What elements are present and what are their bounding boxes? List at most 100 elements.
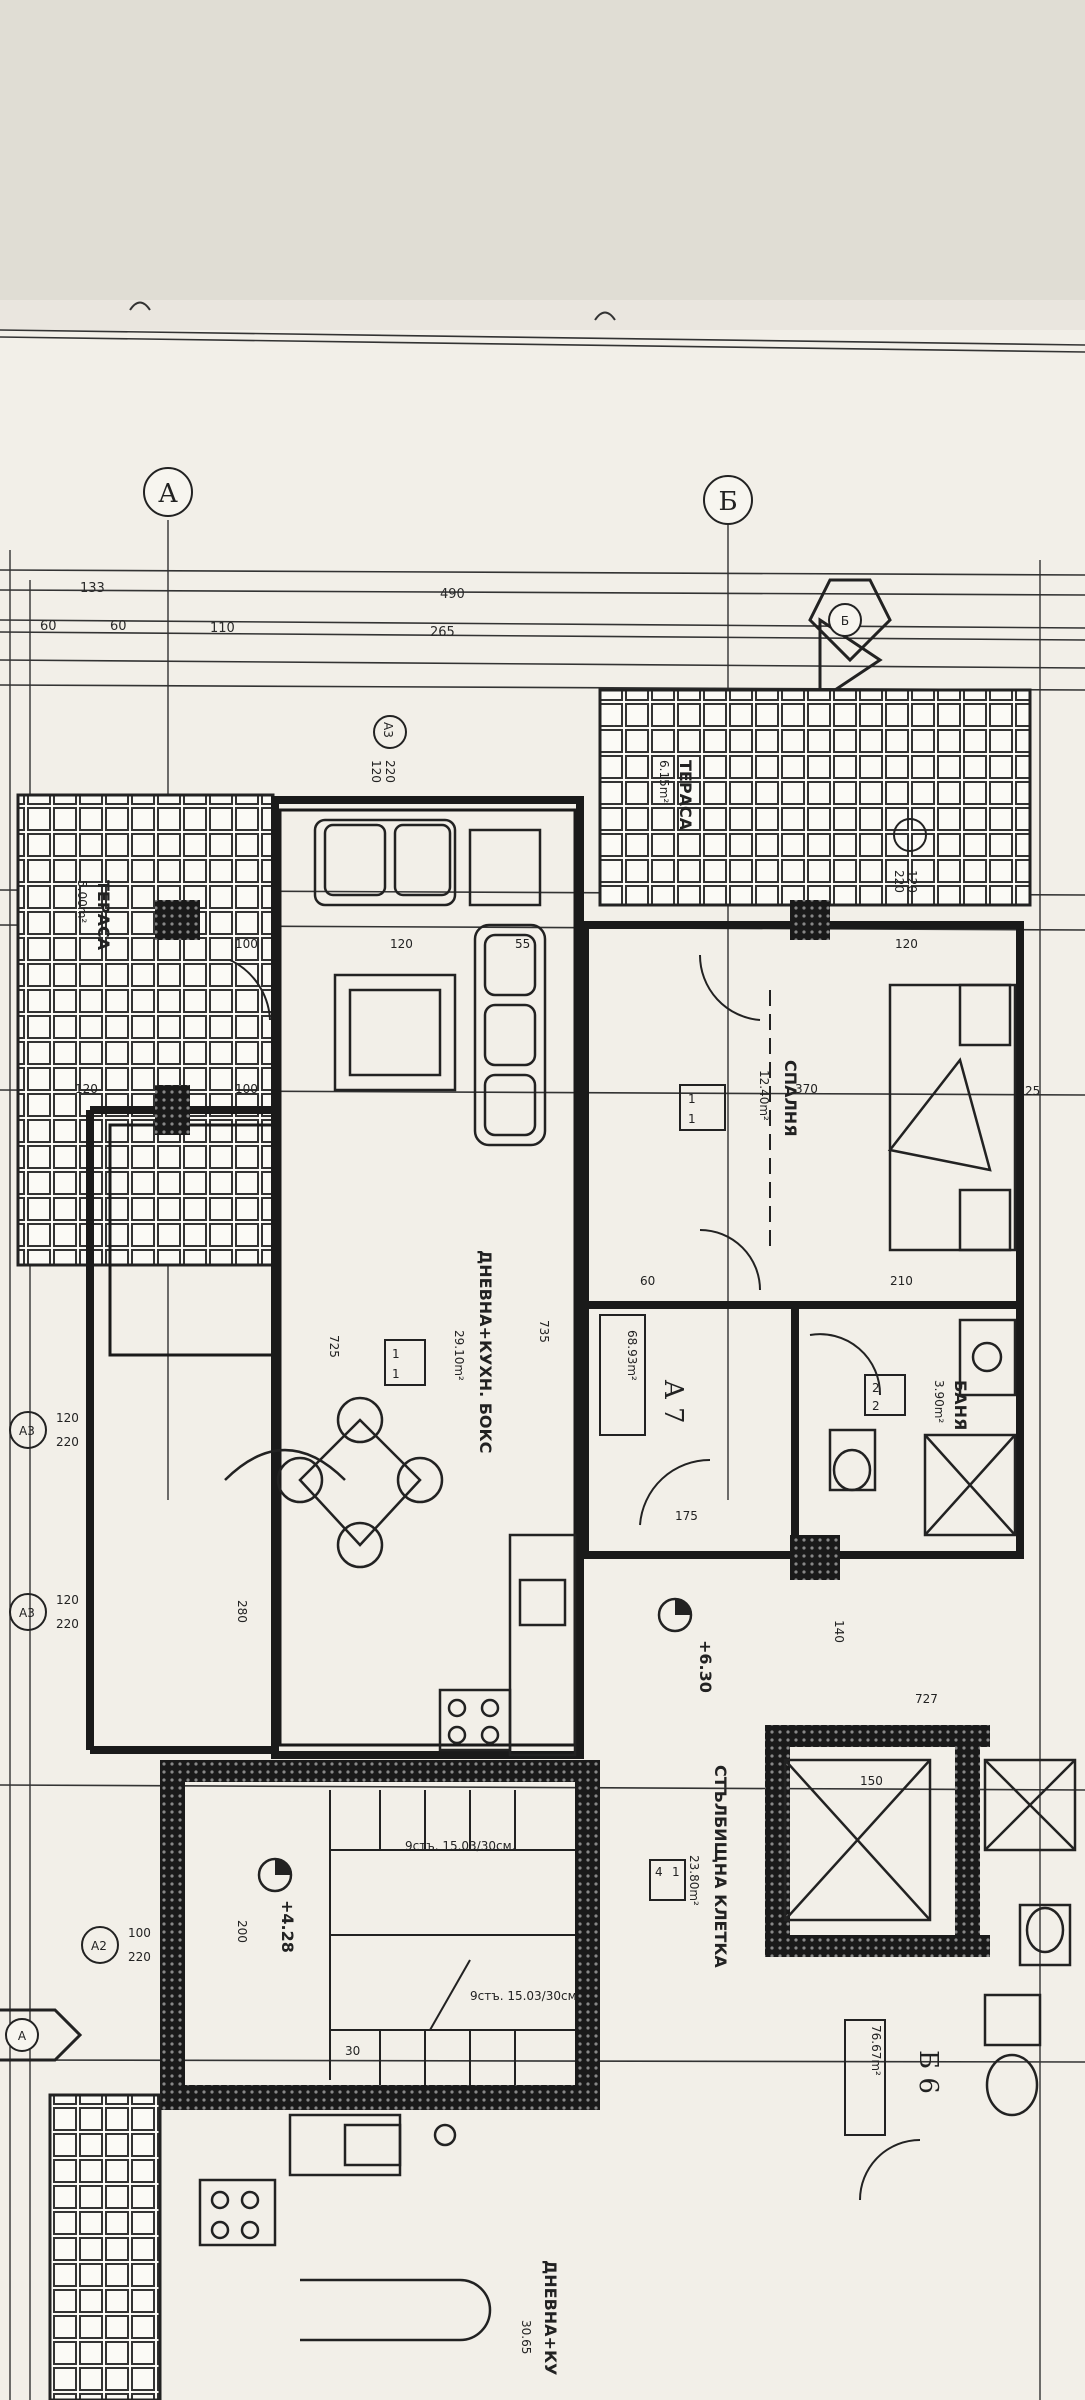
- svg-text:А: А: [158, 479, 178, 509]
- svg-text:2: 2: [872, 1399, 880, 1413]
- window-ref-a3-left-1: A3 120 220: [9, 1411, 79, 1449]
- terrace-left: [16, 793, 275, 1267]
- dim-727: 727: [915, 1692, 938, 1706]
- svg-text:120: 120: [56, 1593, 79, 1607]
- level-marker-lower: +4.28: [257, 1857, 297, 1953]
- svg-text:1: 1: [688, 1092, 696, 1106]
- stair-note-2: 9стъ. 15.03/30см.: [470, 1989, 580, 2003]
- svg-text:A2: A2: [91, 1939, 107, 1953]
- svg-text:А: А: [18, 2029, 27, 2043]
- svg-text:4: 4: [655, 1865, 663, 1879]
- window-ref-a3-top: A3 120 220: [369, 715, 407, 783]
- svg-text:A 7: A 7: [658, 1379, 688, 1424]
- dim-735: 735: [537, 1320, 551, 1343]
- dim-60b: 60: [110, 619, 127, 634]
- dim-120b: 120: [895, 937, 918, 951]
- dim-120a: 120: [390, 937, 413, 951]
- svg-text:220: 220: [383, 760, 397, 783]
- apartment-a7-tag: 68.93m² A 7: [599, 1314, 688, 1436]
- stairs: [329, 1790, 575, 2085]
- stair-room-name: СТЪЛБИЩНА КЛЕТКА: [711, 1765, 730, 1968]
- svg-text:2: 2: [872, 1381, 880, 1395]
- svg-text:68.93m²: 68.93m²: [625, 1330, 639, 1381]
- structural-columns: [155, 900, 990, 2110]
- svg-text:Б 6: Б 6: [913, 2050, 943, 2094]
- svg-text:+4.28: +4.28: [278, 1900, 297, 1953]
- living-room-area: 29.10m²: [452, 1330, 466, 1381]
- dim-60: 60: [640, 1274, 655, 1288]
- dim-140: 140: [832, 1620, 846, 1643]
- dim-175: 175: [675, 1509, 698, 1523]
- dim-110: 110: [210, 621, 235, 636]
- terrace-right: [598, 688, 1032, 907]
- section-mark-b: Б: [808, 578, 892, 703]
- bathroom-fixtures: [828, 1318, 1017, 1537]
- svg-text:120: 120: [905, 870, 919, 893]
- living-room-name: ДНЕВНА+КУХН. БОКС: [476, 1250, 495, 1453]
- svg-text:A3: A3: [19, 1606, 35, 1620]
- svg-text:1: 1: [392, 1367, 400, 1381]
- level-marker-upper: +6.30: [657, 1597, 715, 1693]
- dim-265: 265: [430, 625, 455, 640]
- bath-area: 3.90m²: [932, 1380, 946, 1423]
- dim-210: 210: [890, 1274, 913, 1288]
- section-mark-a: А: [0, 2008, 83, 2062]
- svg-text:A3: A3: [19, 1424, 35, 1438]
- dim-725: 725: [327, 1335, 341, 1358]
- dim-55: 55: [515, 937, 530, 951]
- dim-25: 25: [1025, 1084, 1040, 1098]
- svg-text:A3: A3: [381, 722, 395, 738]
- dim-280: 280: [235, 1600, 249, 1623]
- axis-marker-b: Б: [703, 475, 753, 525]
- dim-200: 200: [235, 1920, 249, 1943]
- svg-text:+6.30: +6.30: [696, 1640, 715, 1693]
- dining-table: [224, 1396, 444, 1569]
- dim-133: 133: [80, 581, 105, 596]
- dim-30: 30: [345, 2044, 360, 2058]
- svg-text:220: 220: [892, 870, 906, 893]
- apartment-b6-tag: 76.67m² Б 6: [844, 2019, 943, 2136]
- window-ref-a3-left-2: A3 120 220: [9, 1593, 79, 1631]
- elevator: [783, 1758, 1077, 1922]
- stair-note-1: 9стъ. 15.03/30см.: [405, 1839, 515, 1853]
- sofa: [473, 923, 547, 1147]
- svg-text:1: 1: [672, 1865, 680, 1879]
- bedroom-area: 12.40m²: [757, 1070, 771, 1121]
- coffee-table: [333, 973, 457, 1092]
- living-lower-area: 30.65: [519, 2320, 533, 2354]
- bedroom-name: СПАЛНЯ: [781, 1060, 800, 1137]
- dim-490: 490: [440, 587, 465, 602]
- bed: [887, 983, 1017, 1252]
- dim-150: 150: [860, 1774, 883, 1788]
- dim-100b: 100: [235, 1082, 258, 1096]
- svg-text:120: 120: [56, 1411, 79, 1425]
- doors: [229, 954, 921, 2201]
- svg-text:Б: Б: [718, 487, 737, 517]
- kitchen-counter: [438, 1533, 577, 1757]
- svg-text:76.67m²: 76.67m²: [869, 2025, 883, 2076]
- svg-text:220: 220: [128, 1950, 151, 1964]
- dim-100a: 100: [235, 937, 258, 951]
- dim-370: 370: [795, 1082, 818, 1096]
- window-ref-a3-right: 120 220: [892, 818, 927, 893]
- svg-text:220: 220: [56, 1435, 79, 1449]
- terrace-right-name: ТЕРАСА: [676, 760, 695, 831]
- dim-120c: 120: [75, 1082, 98, 1096]
- svg-text:100: 100: [128, 1926, 151, 1940]
- dim-60a: 60: [40, 619, 57, 634]
- svg-text:1: 1: [392, 1347, 400, 1361]
- svg-text:Б: Б: [841, 614, 849, 628]
- stair-room-area: 23.80m²: [687, 1855, 701, 1906]
- svg-text:1: 1: [688, 1112, 696, 1126]
- window-ref-a2-left: A2 100 220: [81, 1926, 151, 1964]
- living-lower-name: ДНЕВНА+КУ: [541, 2260, 560, 2375]
- terrace-left-name: ТЕРАСА: [94, 880, 113, 951]
- axis-marker-a: А: [143, 467, 193, 517]
- svg-text:220: 220: [56, 1617, 79, 1631]
- terrace-left-area: 5.00m²: [75, 880, 89, 923]
- bath-name: БАНЯ: [951, 1380, 970, 1430]
- terrace-right-area: 6.15m²: [657, 760, 671, 803]
- svg-text:120: 120: [369, 760, 383, 783]
